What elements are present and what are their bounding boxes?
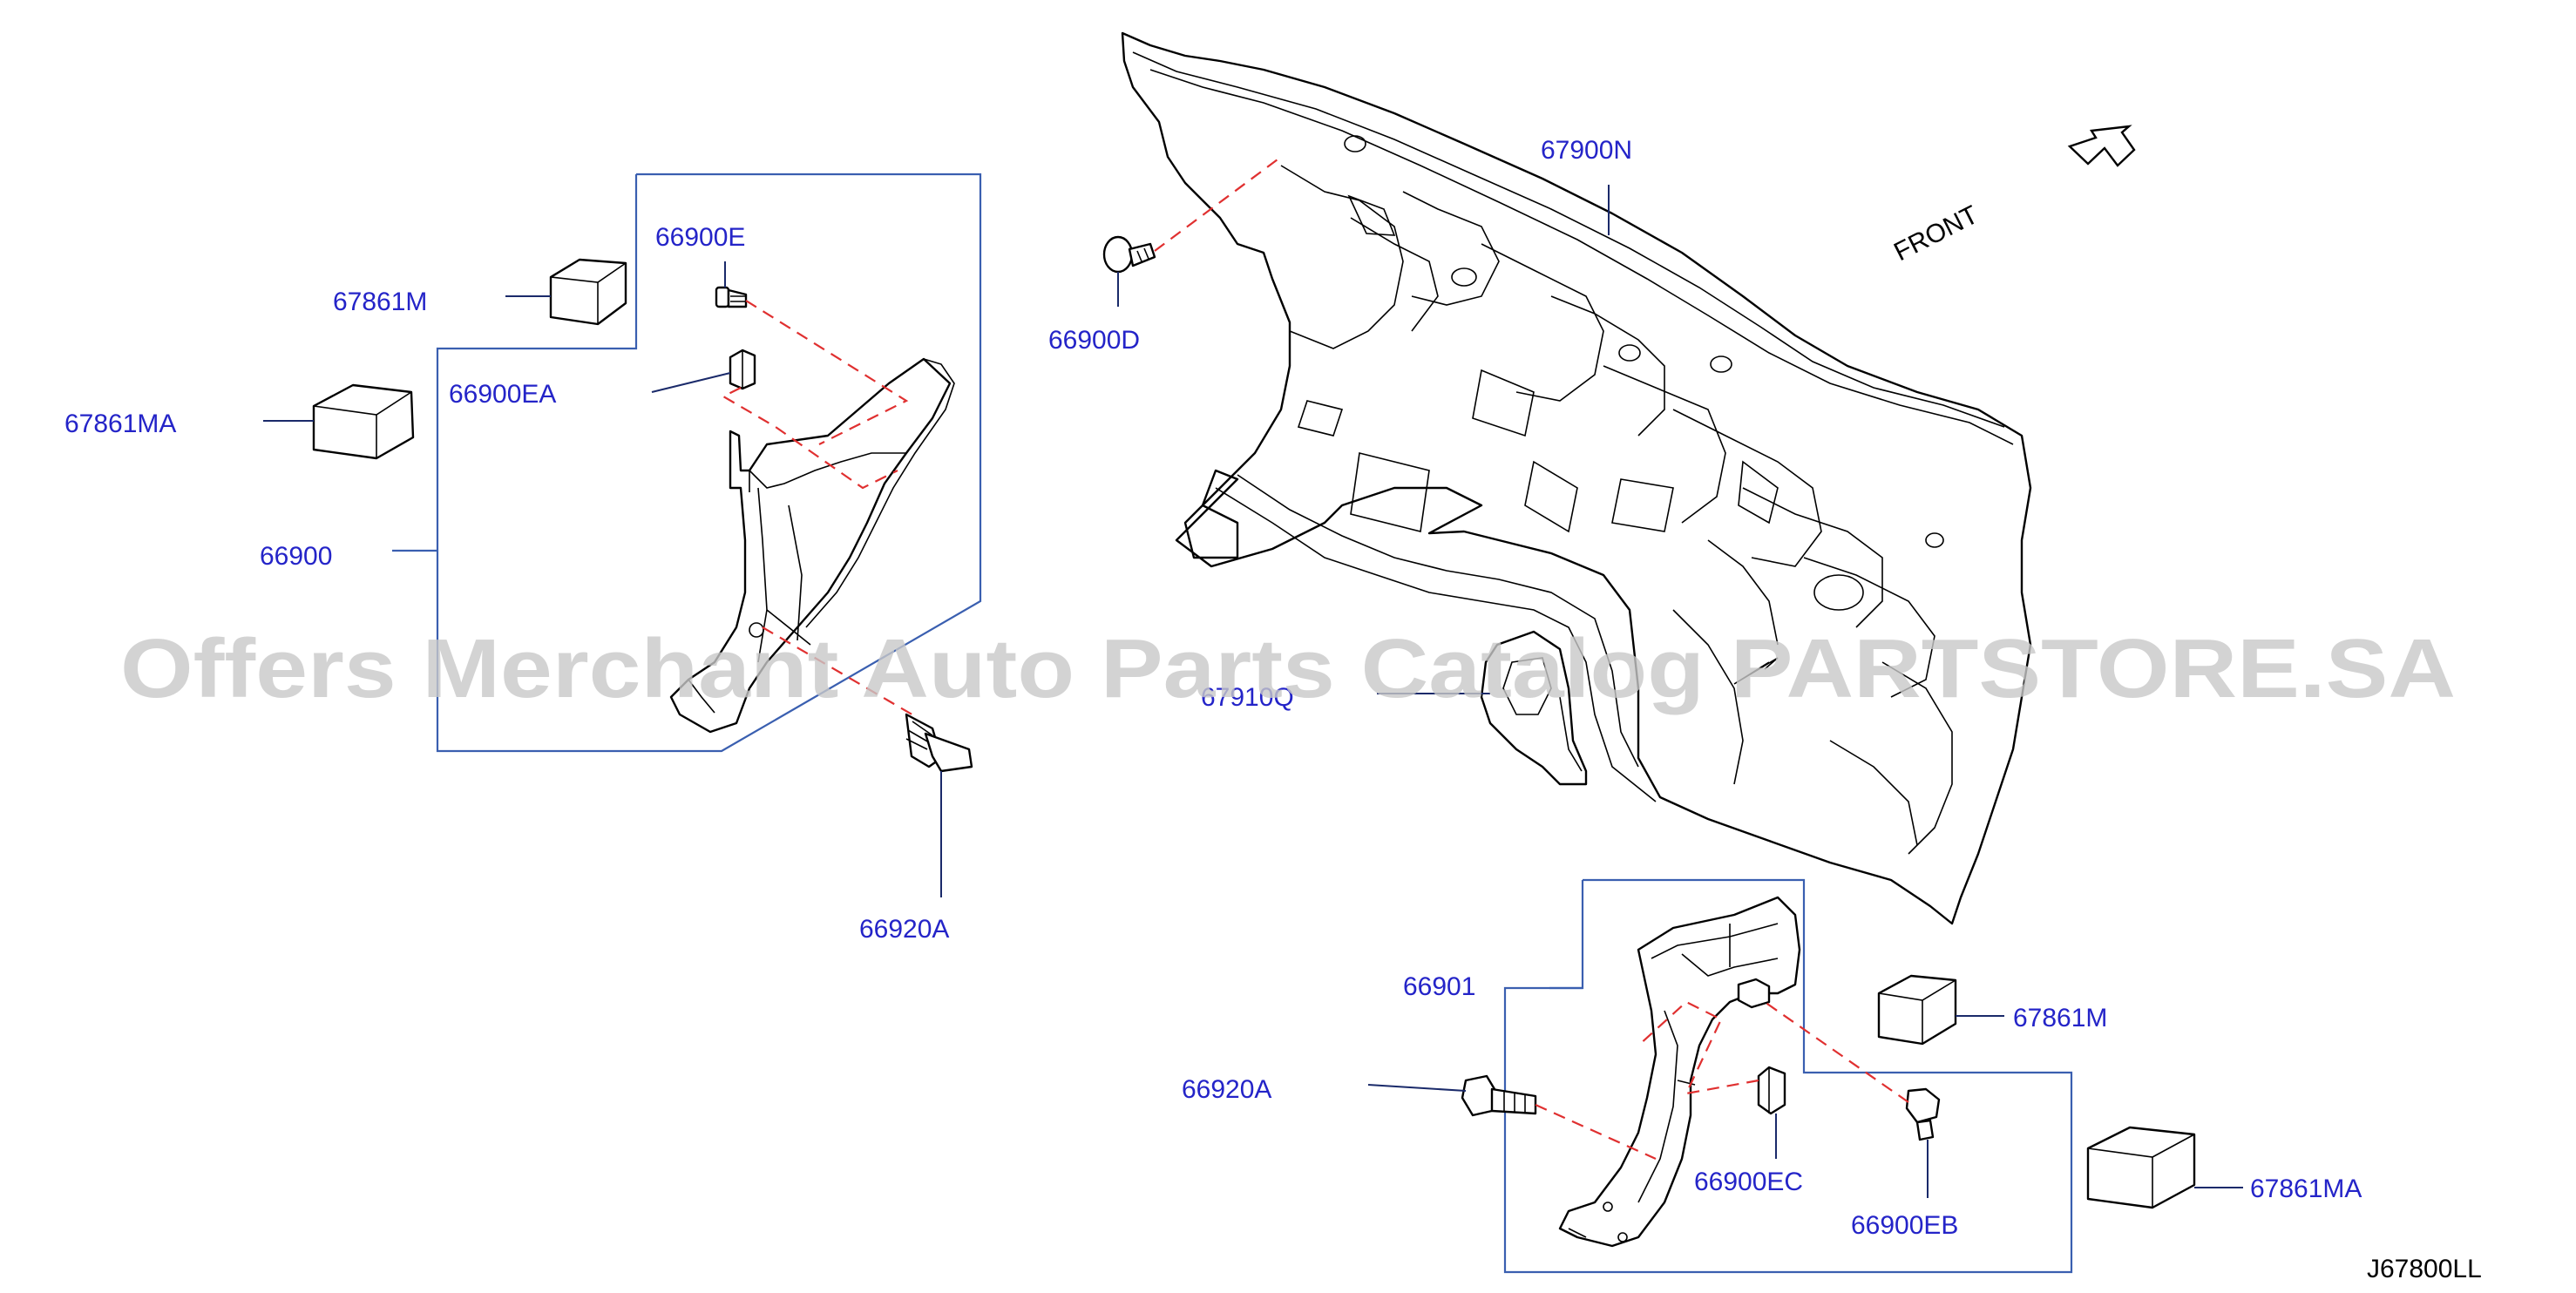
- clip-66900ea-icon[interactable]: [729, 349, 756, 390]
- label-67861m-left[interactable]: 67861M: [333, 288, 427, 316]
- left-finisher-group: [263, 173, 982, 897]
- kick-panel-finisher-left[interactable]: [669, 357, 955, 734]
- pad-67861m-right-icon[interactable]: [1877, 974, 1957, 1046]
- clip-66900d-icon[interactable]: [1102, 235, 1156, 274]
- label-66900e[interactable]: 66900E: [655, 223, 745, 252]
- label-67861m-right[interactable]: 67861M: [2013, 1004, 2107, 1032]
- bolt-66920a-right-icon[interactable]: [1461, 1074, 1537, 1117]
- label-66920a-left[interactable]: 66920A: [859, 915, 949, 944]
- clip-retainer-right-icon[interactable]: [1737, 978, 1771, 1009]
- pad-67861m-left-icon[interactable]: [549, 258, 627, 326]
- clip-66900ec-icon[interactable]: [1757, 1066, 1786, 1115]
- label-67910q[interactable]: 67910Q: [1201, 683, 1294, 712]
- label-66900[interactable]: 66900: [260, 542, 332, 571]
- label-67861ma-right[interactable]: 67861MA: [2250, 1175, 2362, 1203]
- pointer-arrow: [1733, 657, 1779, 685]
- label-66900eb[interactable]: 66900EB: [1851, 1211, 1958, 1240]
- assembly-line-bolt-left: [762, 626, 916, 717]
- leader-66920a-right: [1367, 1084, 1467, 1092]
- drawing-code: J67800LL: [2367, 1255, 2482, 1283]
- assembly-line-bolt-right: [1535, 1103, 1657, 1161]
- bolt-66920a-left-icon[interactable]: [905, 713, 973, 773]
- left-group-bracket: [436, 173, 982, 753]
- clip-66900e-icon[interactable]: [715, 286, 748, 308]
- right-finisher-group: [1367, 878, 2243, 1274]
- watermark-text: Offers Merchant Auto Parts Catalog PARTS…: [120, 622, 2456, 715]
- dash-insulator-67900n[interactable]: [1121, 31, 2032, 925]
- assembly-line-66900d: [1154, 156, 1282, 252]
- assembly-line-66900e: [745, 300, 909, 445]
- partial-part-67910q-icon[interactable]: [1480, 630, 1588, 786]
- front-label: FRONT: [1889, 200, 1983, 267]
- label-67861ma-left[interactable]: 67861MA: [64, 410, 176, 438]
- assembly-line-66900ec: [1637, 1000, 1759, 1095]
- label-66900d[interactable]: 66900D: [1048, 326, 1140, 355]
- label-66900ea[interactable]: 66900EA: [449, 380, 556, 409]
- label-67900n[interactable]: 67900N: [1541, 136, 1632, 165]
- pad-67861ma-right-icon[interactable]: [2086, 1126, 2196, 1209]
- label-66901[interactable]: 66901: [1403, 972, 1475, 1001]
- label-66920a-right[interactable]: 66920A: [1182, 1075, 1271, 1104]
- pad-67861ma-left-icon[interactable]: [312, 383, 415, 460]
- clip-66900eb-icon[interactable]: [1905, 1087, 1941, 1141]
- assembly-line-66900eb: [1764, 1001, 1909, 1103]
- label-66900ec[interactable]: 66900EC: [1694, 1168, 1803, 1196]
- front-direction-arrow-icon: [2067, 125, 2136, 167]
- leader-66900ea: [651, 372, 731, 393]
